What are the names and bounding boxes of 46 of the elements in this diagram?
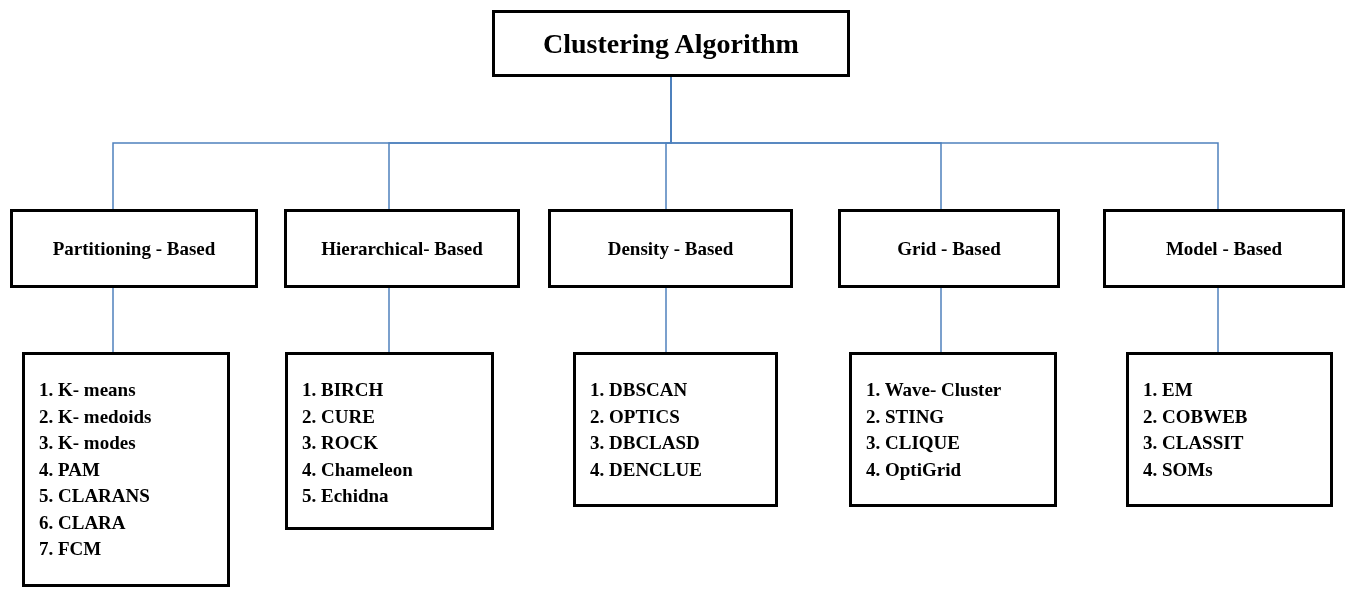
heading-text: Hierarchical- Based <box>321 237 483 260</box>
heading-text: Density - Based <box>607 237 734 260</box>
connector-line <box>665 287 667 353</box>
connector-line <box>1217 287 1219 353</box>
list-item: 4. Chameleon <box>302 457 414 482</box>
list-item: 6. CLARA <box>39 510 127 535</box>
heading-text: Partitioning - Based <box>52 237 216 260</box>
list-item: 5. Echidna <box>302 484 390 508</box>
heading-text: Model - Based <box>1165 237 1283 260</box>
connector-line <box>940 287 942 353</box>
connector-line <box>388 287 390 353</box>
list-item: 4. PAM <box>39 457 101 482</box>
list-item: 3. CLASSIT <box>1143 431 1245 455</box>
list-item: 2. CURE <box>302 404 376 429</box>
list-item: 1. K- means <box>39 378 137 402</box>
heading-text: Clustering Algorithm <box>543 27 799 60</box>
category-box <box>10 209 258 288</box>
list-box <box>22 352 230 587</box>
list-item: 2. COBWEB <box>1143 404 1249 429</box>
category-box <box>548 209 793 288</box>
category-box <box>1103 209 1345 288</box>
list-item: 4. OptiGrid <box>866 457 962 482</box>
list-item: 3. ROCK <box>302 431 379 455</box>
heading-text: Grid - Based <box>897 237 1001 260</box>
category-box <box>492 10 850 77</box>
list-item: 1. DBSCAN <box>590 378 689 402</box>
category-box <box>284 209 520 288</box>
list-item: 1. BIRCH <box>302 378 385 402</box>
category-box <box>838 209 1060 288</box>
list-box <box>285 352 494 530</box>
list-item: 1. EM <box>1143 378 1194 402</box>
list-item: 4. DENCLUE <box>590 457 703 482</box>
connector-line <box>112 287 114 353</box>
list-item: 4. SOMs <box>1143 457 1214 482</box>
list-item: 3. DBCLASD <box>590 431 701 455</box>
list-item: 5. CLARANS <box>39 484 151 508</box>
list-box <box>1126 352 1333 507</box>
list-box <box>849 352 1057 507</box>
list-item: 1. Wave- Cluster <box>866 378 1003 402</box>
list-item: 3. CLIQUE <box>866 431 961 455</box>
list-item: 2. K- medoids <box>39 404 153 429</box>
list-item: 2. OPTICS <box>590 404 681 429</box>
list-item: 7. FCM <box>39 537 103 561</box>
list-box <box>573 352 778 507</box>
list-item: 2. STING <box>866 404 946 429</box>
list-item: 3. K- modes <box>39 431 137 455</box>
